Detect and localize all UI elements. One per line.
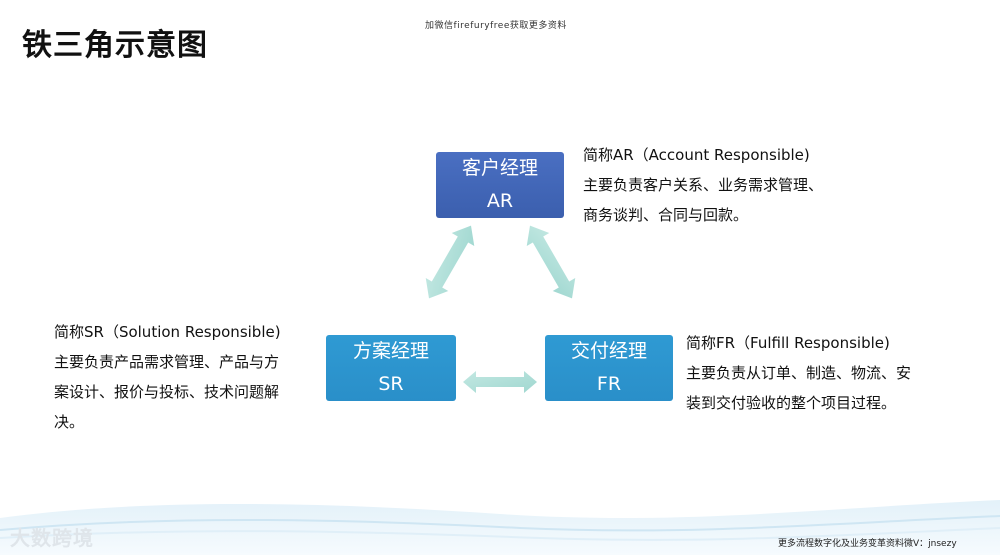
node-ar-abbr: AR	[486, 190, 514, 212]
arrow-sr-fr	[463, 371, 537, 393]
node-fulfillment-manager-fr: 交付经理 FR	[545, 335, 673, 401]
description-sr-line: 决。	[54, 413, 85, 431]
description-ar-line: 商务谈判、合同与回款。	[583, 206, 749, 224]
node-customer-manager-ar: 客户经理 AR	[436, 152, 564, 218]
page-title: 铁三角示意图	[22, 28, 208, 63]
description-sr: 简称SR（Solution Responsible) 主要负责产品需求管理、产品…	[54, 317, 314, 437]
node-fr-abbr: FR	[596, 373, 622, 395]
description-sr-line: 案设计、报价与投标、技术问题解	[54, 383, 280, 401]
description-sr-line: 简称SR（Solution Responsible)	[54, 323, 281, 341]
bottom-wave-decoration	[0, 500, 1000, 555]
top-watermark: 加微信firefuryfree获取更多资料	[425, 21, 567, 31]
node-sr-title: 方案经理	[352, 340, 429, 362]
description-fr-line: 简称FR（Fulfill Responsible)	[686, 334, 890, 352]
description-fr-line: 装到交付验收的整个项目过程。	[686, 394, 897, 412]
node-solution-manager-sr: 方案经理 SR	[326, 335, 456, 401]
description-fr: 简称FR（Fulfill Responsible) 主要负责从订单、制造、物流、…	[686, 328, 946, 418]
footer-note: 更多流程数字化及业务变革资料微V：jnsezy	[778, 539, 957, 549]
arrow-ar-sr	[425, 225, 475, 299]
brand-watermark: 大数跨境	[10, 526, 94, 550]
node-fr-title: 交付经理	[570, 340, 647, 362]
description-fr-line: 主要负责从订单、制造、物流、安	[686, 364, 912, 382]
description-sr-line: 主要负责产品需求管理、产品与方	[54, 353, 280, 371]
node-sr-abbr: SR	[378, 373, 404, 395]
arrow-ar-fr	[526, 225, 576, 299]
description-ar: 简称AR（Account Responsible) 主要负责客户关系、业务需求管…	[583, 140, 883, 230]
description-ar-line: 主要负责客户关系、业务需求管理、	[583, 176, 824, 194]
node-ar-title: 客户经理	[461, 157, 538, 179]
description-ar-line: 简称AR（Account Responsible)	[583, 146, 810, 164]
